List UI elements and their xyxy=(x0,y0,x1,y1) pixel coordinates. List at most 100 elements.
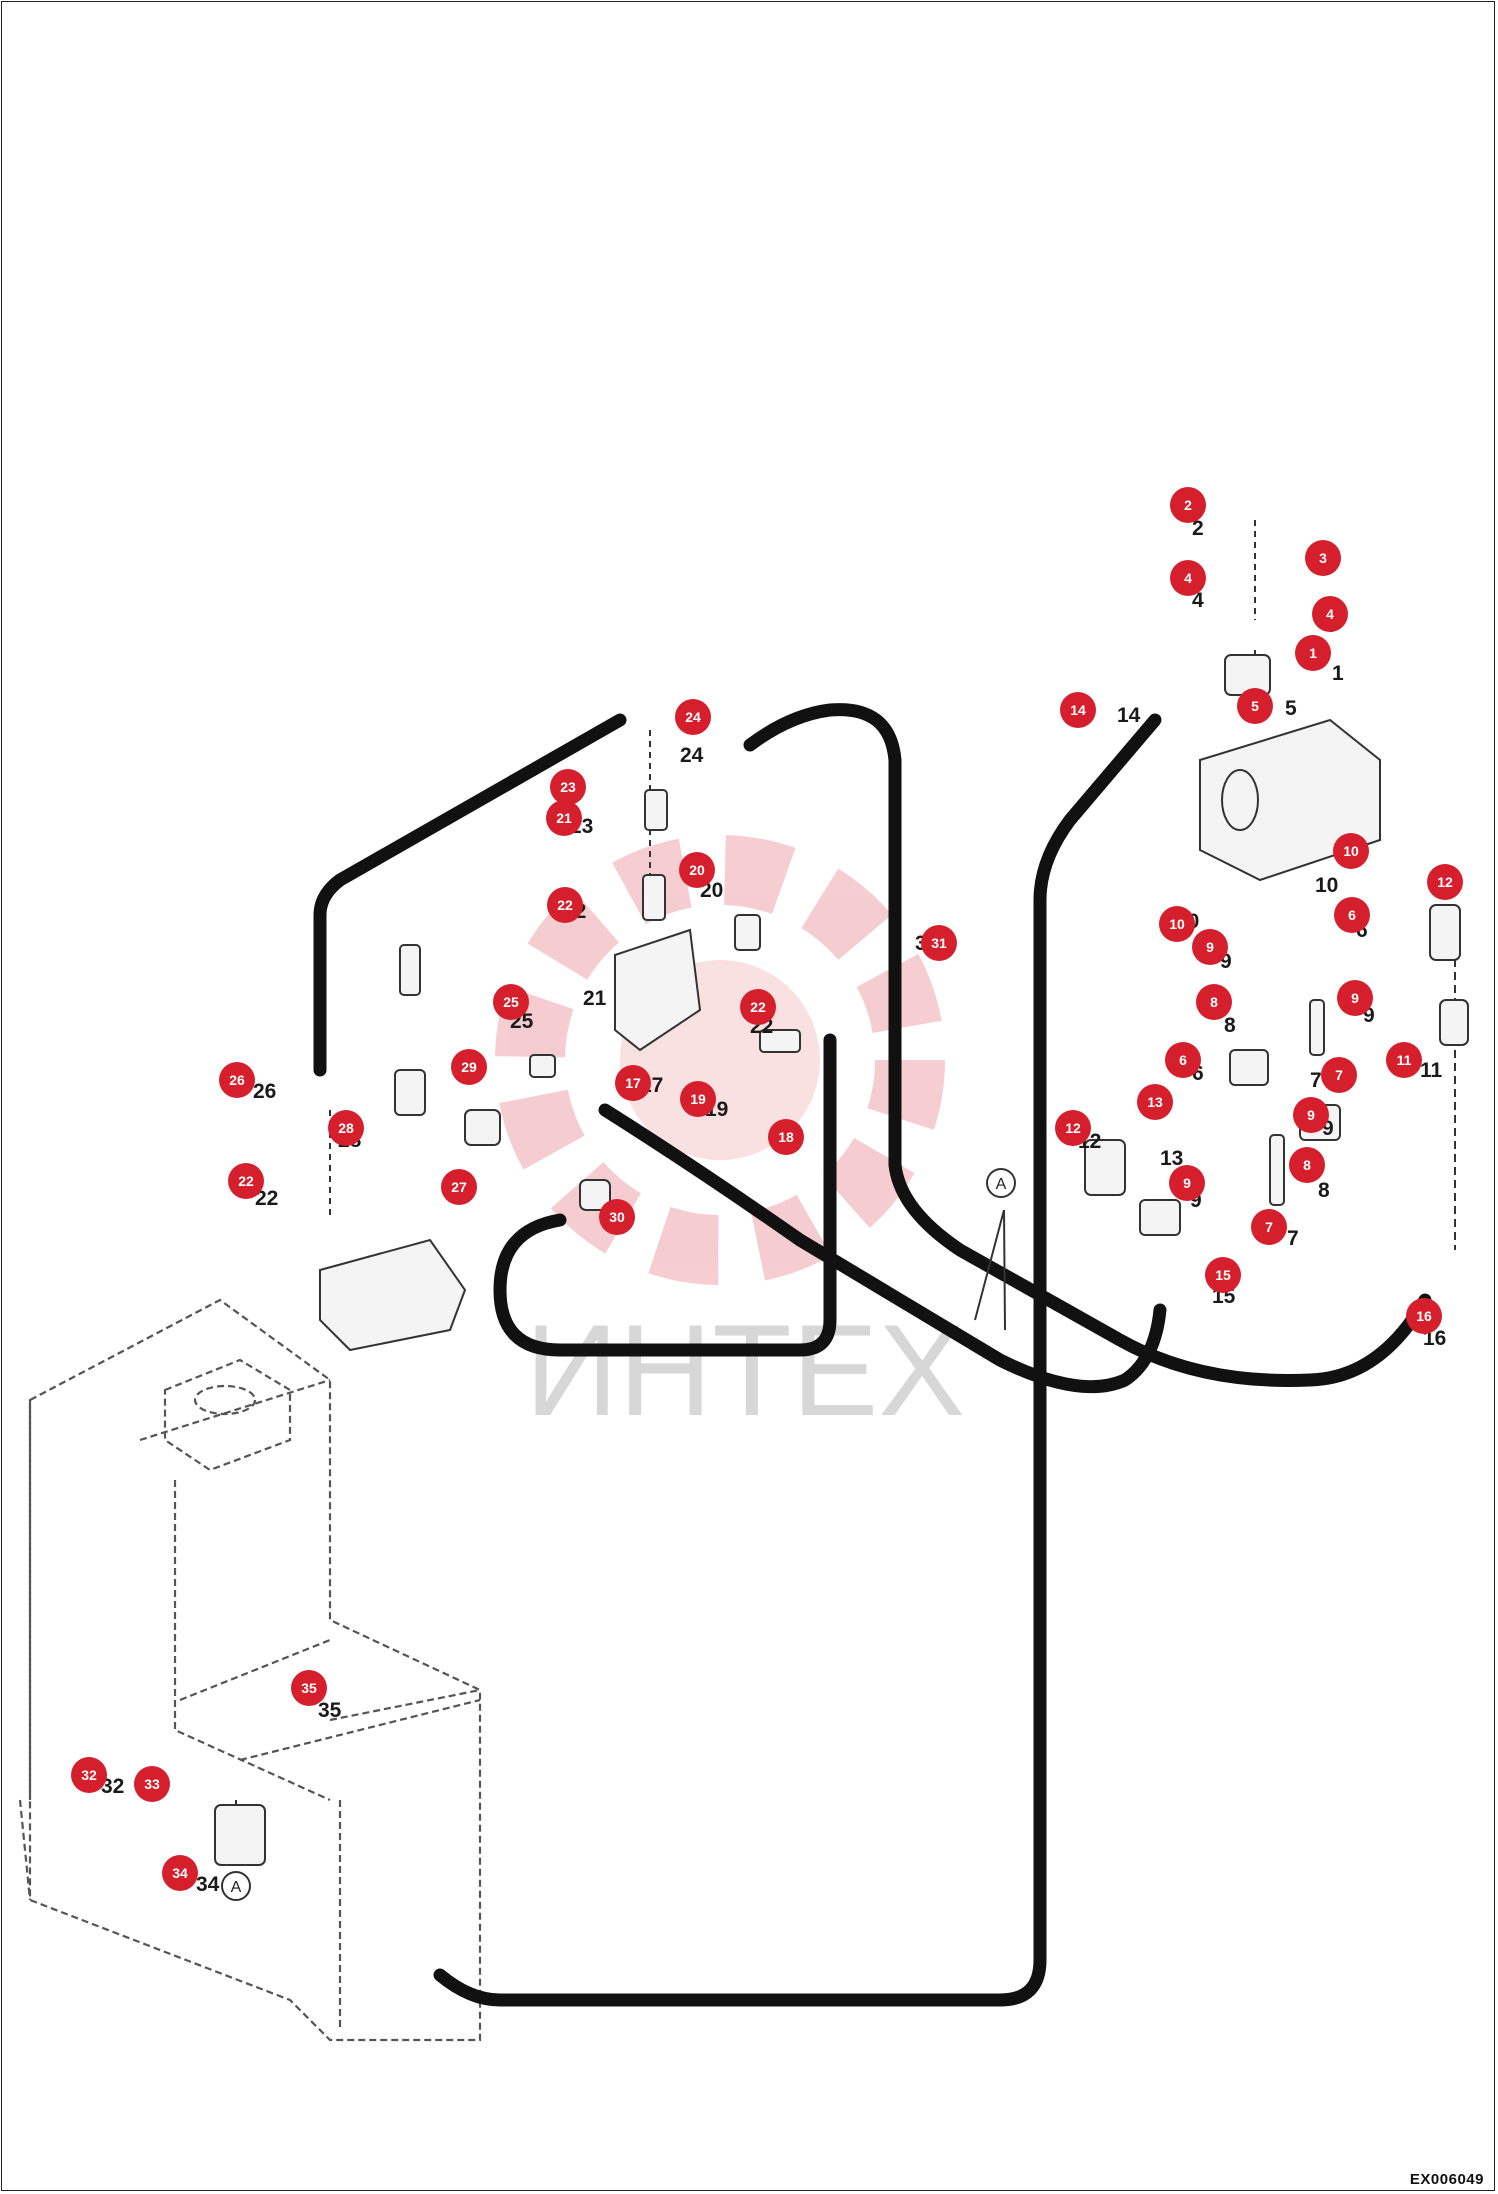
callout-circle xyxy=(615,1065,651,1101)
callout-circle xyxy=(1170,487,1206,523)
callout-21: 21 xyxy=(546,800,582,836)
callout-9: 9 xyxy=(1293,1097,1329,1133)
callout-circle xyxy=(921,925,957,961)
callout-circle xyxy=(1251,1209,1287,1245)
callout-24: 24 xyxy=(675,699,711,735)
callout-circle xyxy=(1205,1257,1241,1293)
label-text: 13 xyxy=(1160,1147,1183,1170)
view-marker-text: A xyxy=(231,1879,242,1896)
callout-number: 7 xyxy=(1335,1067,1343,1083)
callout-circle xyxy=(547,887,583,923)
fittings xyxy=(214,904,1469,1866)
callout-31: 31 xyxy=(921,925,957,961)
callout-circle xyxy=(328,1110,364,1146)
callout-20: 20 xyxy=(679,852,715,888)
callout-circle xyxy=(1312,596,1348,632)
callout-number: 4 xyxy=(1326,606,1334,622)
callout-7: 7 xyxy=(1321,1057,1357,1093)
label-text: 8 xyxy=(1224,1014,1236,1037)
callout-number: 22 xyxy=(238,1173,254,1189)
view-marker-text: A xyxy=(996,1176,1007,1193)
callout-circle xyxy=(1192,929,1228,965)
callout-12: 12 xyxy=(1055,1110,1091,1146)
callout-22: 22 xyxy=(228,1163,264,1199)
control-valve xyxy=(319,944,467,1352)
callout-number: 7 xyxy=(1265,1219,1273,1235)
callout-3: 3 xyxy=(1305,540,1341,576)
callout-circle xyxy=(1293,1097,1329,1133)
callout-number: 10 xyxy=(1169,916,1185,932)
callout-5: 5 xyxy=(1237,688,1273,724)
callout-number: 2 xyxy=(1184,497,1192,513)
callout-12: 12 xyxy=(1427,864,1463,900)
watermark-text: ИНТЕХ xyxy=(525,1297,965,1443)
callout-number: 20 xyxy=(689,862,705,878)
callout-number: 5 xyxy=(1251,698,1259,714)
callout-1: 1 xyxy=(1295,635,1331,671)
callout-33: 33 xyxy=(134,1766,170,1802)
drawing-code: EX006049 xyxy=(1409,2171,1484,2188)
callout-23: 23 xyxy=(550,769,586,805)
callout-number: 34 xyxy=(172,1865,188,1881)
callout-circle xyxy=(679,852,715,888)
label-text: 9 xyxy=(1363,1004,1375,1027)
callout-circle xyxy=(1169,1165,1205,1201)
callout-circle xyxy=(1237,688,1273,724)
label-text: 6 xyxy=(1356,919,1368,942)
callout-15: 15 xyxy=(1205,1257,1241,1293)
callout-number: 29 xyxy=(461,1059,477,1075)
callout-circle xyxy=(675,699,711,735)
label-text: 8 xyxy=(1318,1179,1330,1202)
label-text: 9 xyxy=(1322,1117,1334,1140)
callout-circle xyxy=(1055,1110,1091,1146)
callout-circle xyxy=(71,1757,107,1793)
callout-25: 25 xyxy=(493,984,529,1020)
callout-16: 16 xyxy=(1406,1298,1442,1334)
hoses xyxy=(313,703,1432,2007)
callout-number: 9 xyxy=(1351,990,1359,1006)
callout-circle xyxy=(493,984,529,1020)
label-text: 34 xyxy=(196,1873,220,1896)
callout-number: 26 xyxy=(229,1072,245,1088)
callout-circle xyxy=(1165,1042,1201,1078)
callout-circle xyxy=(1333,833,1369,869)
callout-2: 2 xyxy=(1170,487,1206,523)
callout-number: 8 xyxy=(1210,994,1218,1010)
view-marker-a: A A xyxy=(221,1168,1016,1901)
callout-circle xyxy=(1196,984,1232,1020)
callout-22: 22 xyxy=(547,887,583,923)
callout-number: 11 xyxy=(1397,1052,1412,1068)
callout-7: 7 xyxy=(1251,1209,1287,1245)
callout-28: 28 xyxy=(328,1110,364,1146)
callout-number: 35 xyxy=(301,1680,317,1696)
callout-circle xyxy=(1334,897,1370,933)
callout-number: 6 xyxy=(1179,1052,1187,1068)
callout-circle xyxy=(550,769,586,805)
callout-circle xyxy=(1137,1084,1173,1120)
label-text: 4 xyxy=(1192,589,1204,612)
callout-number: 4 xyxy=(1184,570,1192,586)
callout-13: 13 xyxy=(1137,1084,1173,1120)
callout-circle xyxy=(1295,635,1331,671)
callout-number: 23 xyxy=(560,779,576,795)
callout-number: 16 xyxy=(1416,1308,1432,1324)
callout-number: 13 xyxy=(1147,1094,1163,1110)
callout-circle xyxy=(1386,1042,1422,1078)
callout-35: 35 xyxy=(291,1670,327,1706)
callout-circle xyxy=(1060,692,1096,728)
callout-4: 4 xyxy=(1170,560,1206,596)
callout-circle xyxy=(219,1062,255,1098)
label-text: 7 xyxy=(1287,1227,1299,1250)
callout-number: 25 xyxy=(503,994,519,1010)
callout-22: 22 xyxy=(740,989,776,1025)
callout-circle xyxy=(1170,560,1206,596)
callout-circle xyxy=(228,1163,264,1199)
callout-circle xyxy=(768,1119,804,1155)
callout-number: 27 xyxy=(451,1179,467,1195)
callout-circle xyxy=(1337,980,1373,1016)
callout-4: 4 xyxy=(1312,596,1348,632)
label-text: 24 xyxy=(680,744,704,767)
callout-circle xyxy=(1289,1147,1325,1183)
